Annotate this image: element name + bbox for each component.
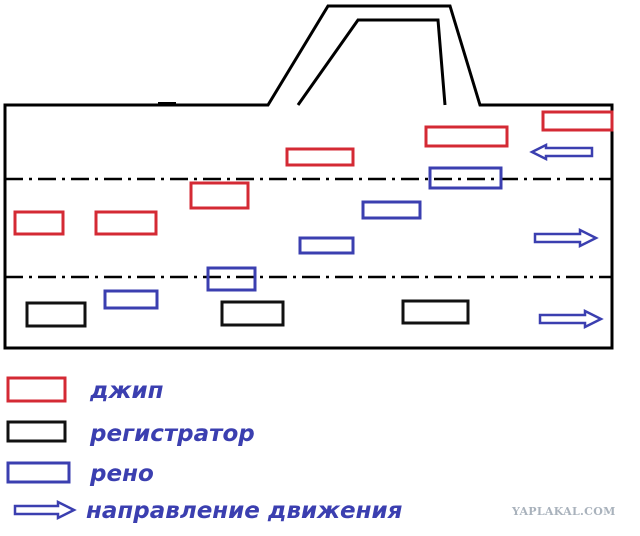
legend-jeep-swatch bbox=[6, 376, 67, 403]
arrow-right-icon bbox=[538, 308, 604, 330]
legend-recorder-label: регистратор bbox=[89, 421, 255, 447]
road-outline-inner bbox=[296, 18, 447, 106]
legend-jeep-label: джип bbox=[89, 378, 164, 404]
recorder-vehicle bbox=[25, 301, 87, 328]
reno-group bbox=[103, 166, 503, 310]
legend-reno-label: рено bbox=[89, 461, 154, 487]
legend-recorder-swatch bbox=[6, 420, 67, 443]
jeep-vehicle bbox=[424, 125, 509, 148]
jeep-vehicle bbox=[541, 110, 614, 132]
jeep-vehicle bbox=[94, 210, 158, 236]
jeep-vehicle bbox=[285, 147, 355, 167]
direction-arrow-group bbox=[529, 142, 604, 330]
recorder-group bbox=[25, 299, 470, 328]
legend-direction-label: направление движения bbox=[86, 498, 403, 524]
reno-vehicle bbox=[103, 289, 159, 310]
reno-vehicle bbox=[206, 266, 257, 292]
legend-reno-swatch bbox=[6, 461, 71, 484]
watermark-text: YAPLAKAL.COM bbox=[511, 505, 616, 518]
road-outline bbox=[3, 4, 614, 350]
legend-arrow-icon bbox=[13, 499, 77, 521]
reno-vehicle bbox=[361, 200, 422, 220]
arrow-left-icon bbox=[529, 142, 594, 162]
jeep-vehicle bbox=[13, 210, 65, 236]
recorder-vehicle bbox=[401, 299, 470, 325]
reno-vehicle bbox=[428, 166, 503, 190]
jeep-group bbox=[13, 110, 614, 236]
recorder-vehicle bbox=[220, 300, 285, 327]
reno-vehicle bbox=[298, 236, 355, 255]
arrow-right-icon bbox=[533, 227, 599, 249]
jeep-vehicle bbox=[189, 181, 250, 210]
